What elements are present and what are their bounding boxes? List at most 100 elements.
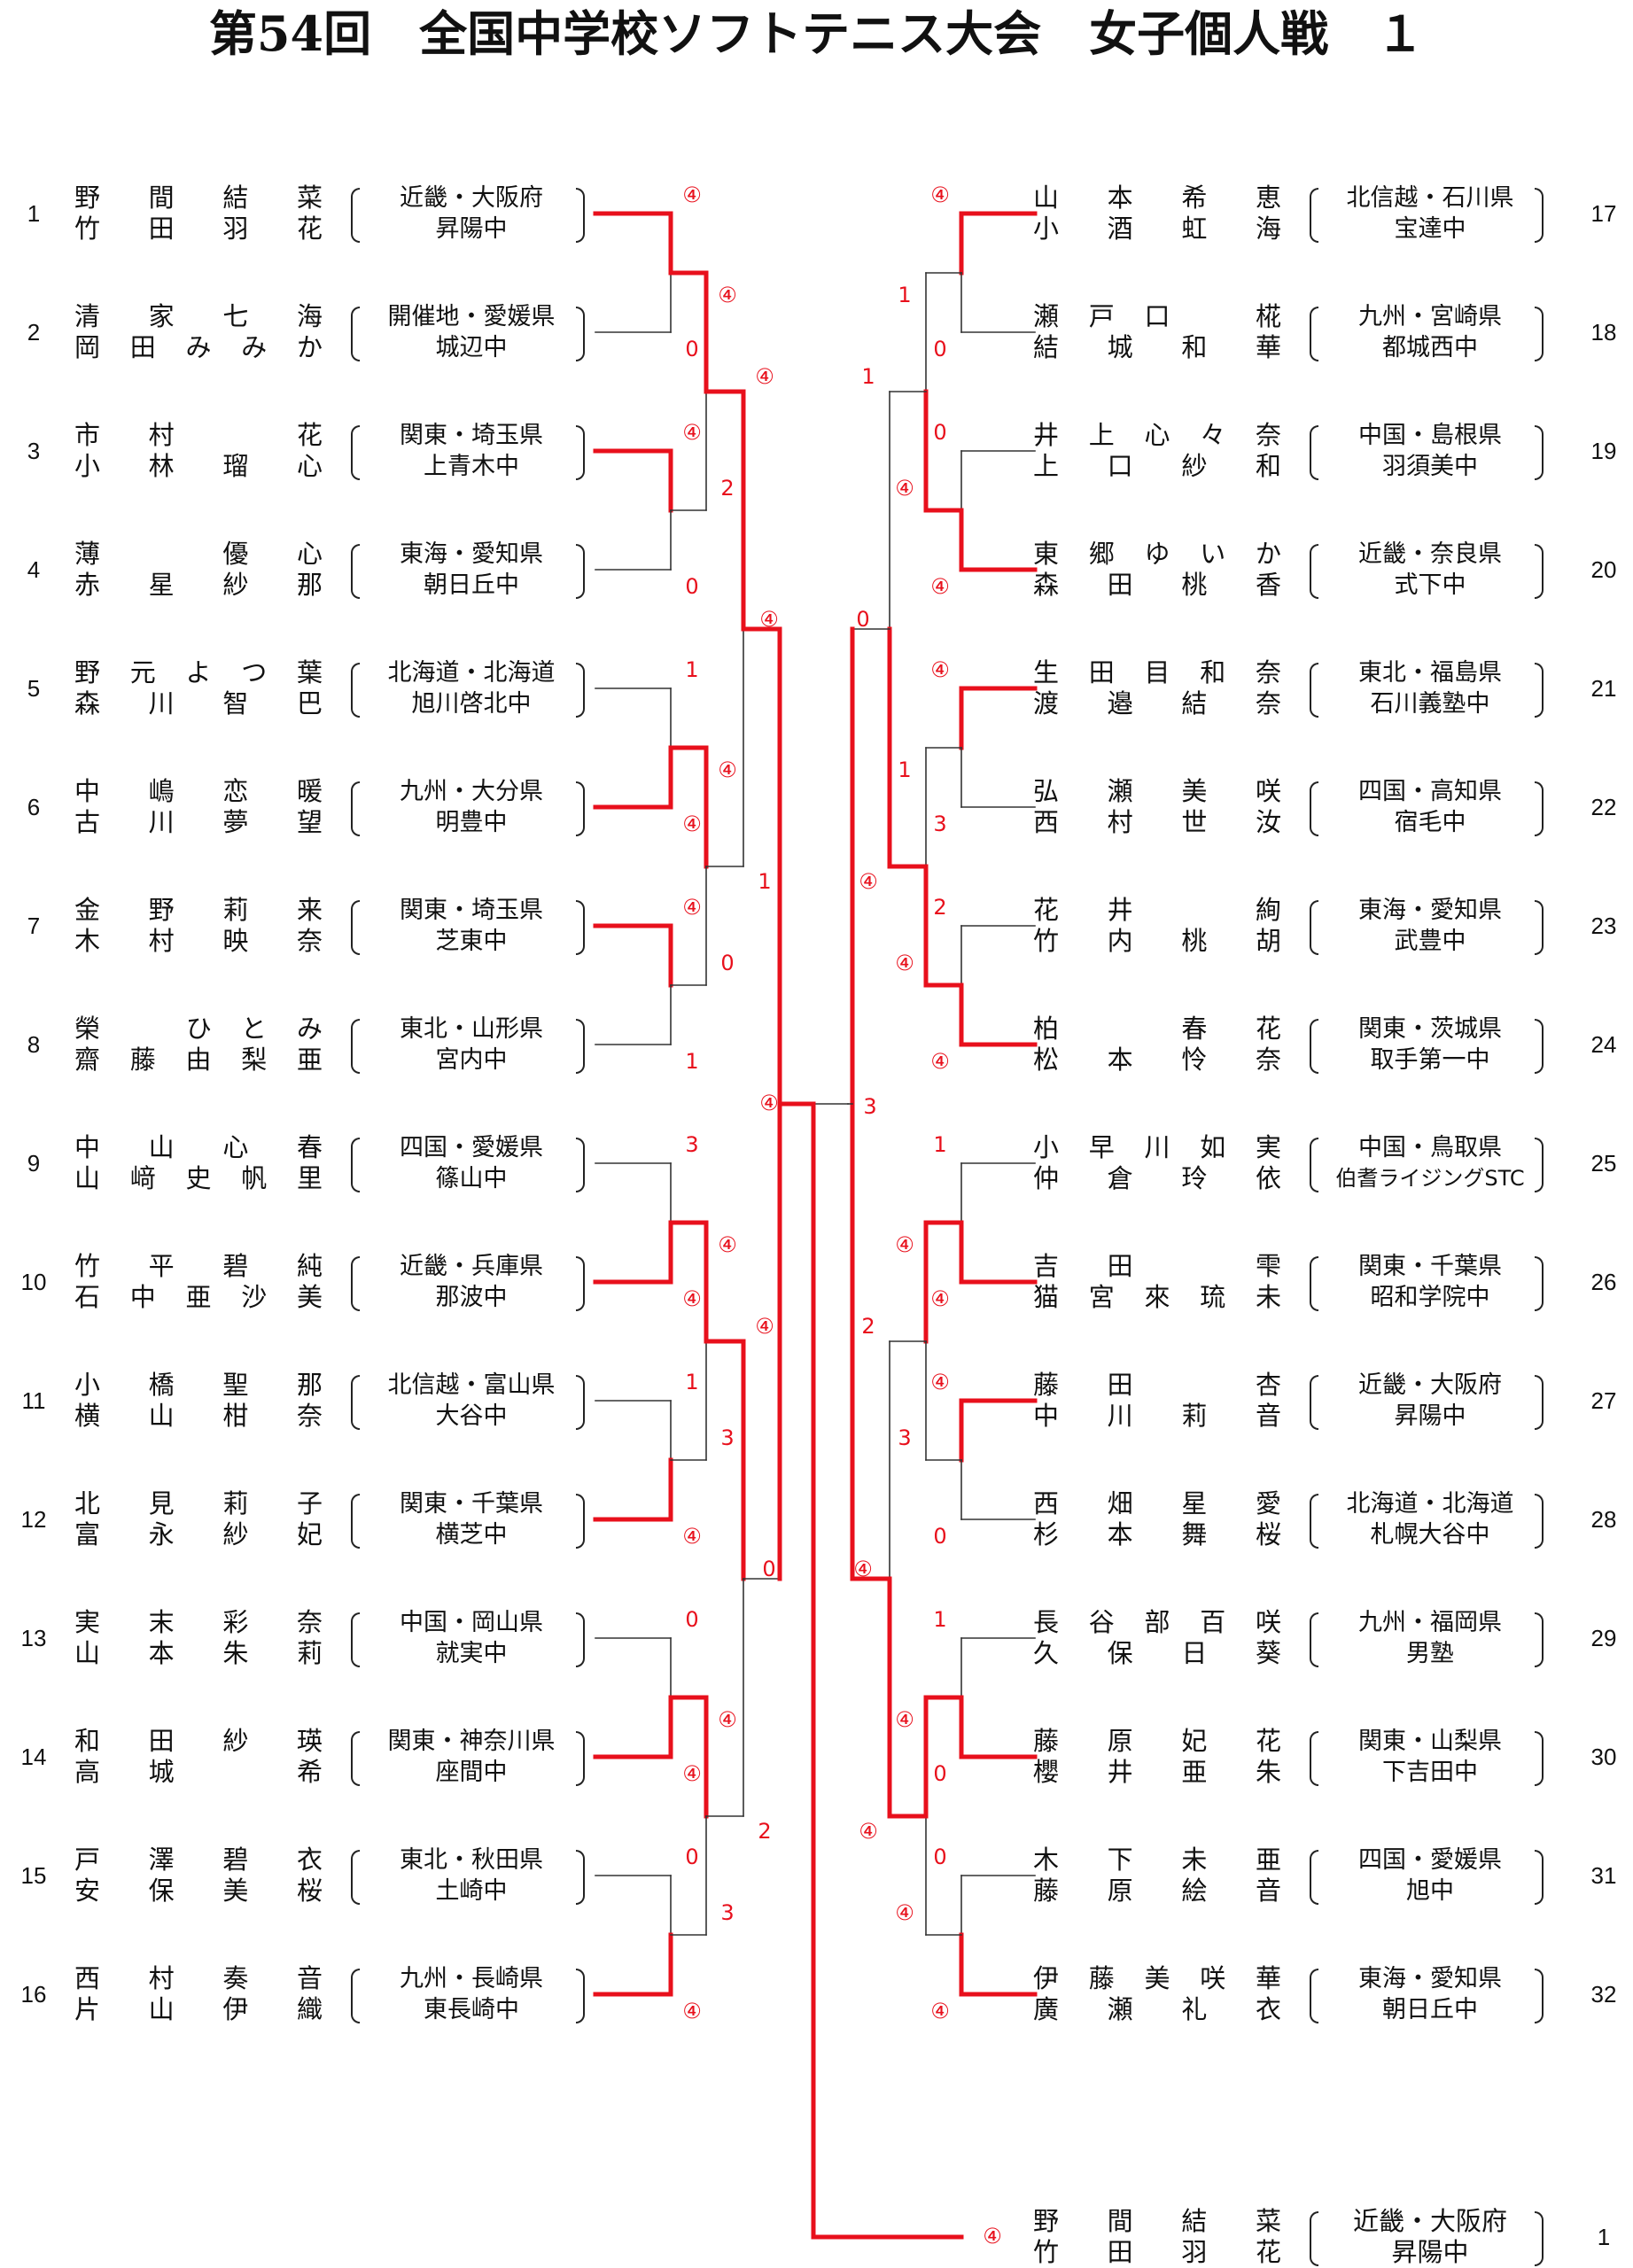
school-label: 式下中	[1394, 571, 1466, 599]
left-bracket-mark	[1310, 1138, 1318, 1192]
affiliation: 関東・埼玉県上青木中	[365, 420, 578, 482]
player-name: 清家七海	[74, 301, 323, 331]
player-name: 岡田みみか	[74, 332, 323, 362]
player-names: 中嶋恋暖古川夢望	[74, 776, 323, 838]
player-names: 柏 春花松本怜奈	[1033, 1014, 1281, 1076]
school-label: 昇陽中	[1391, 2237, 1469, 2267]
seed-number: 2	[27, 319, 41, 346]
player-name: 薄 優心	[74, 539, 323, 569]
left-bracket-mark	[1310, 1731, 1318, 1786]
left-bracket-mark	[351, 900, 360, 955]
affiliation: 四国・愛媛県篠山中	[365, 1132, 578, 1194]
affiliation: 近畿・兵庫県那波中	[365, 1251, 578, 1313]
player-names: 西畑星愛杉本舞桜	[1033, 1488, 1281, 1550]
player-names: 和田紗瑛高城 希	[74, 1726, 323, 1788]
score-label: 0	[685, 337, 698, 361]
seed-number: 5	[27, 675, 41, 702]
school-label: 城辺中	[435, 334, 508, 361]
left-bracket-mark	[351, 188, 360, 243]
player-names: 花井 絢竹内桃胡	[1033, 895, 1281, 957]
school-label: 男塾	[1406, 1640, 1454, 1667]
region-label: 近畿・大阪府	[1352, 2206, 1507, 2236]
affiliation: 東北・福島県石川義塾中	[1324, 657, 1536, 719]
player-names: 野元よつ葉森川智巴	[74, 657, 323, 719]
player-name: 山﨑史帆里	[74, 1163, 323, 1193]
player-name: 金野莉来	[74, 895, 323, 925]
affiliation: 北海道・北海道旭川啓北中	[365, 657, 578, 719]
region-label: 北海道・北海道	[387, 659, 556, 687]
region-label: 四国・高知県	[1358, 778, 1502, 805]
affiliation: 関東・千葉県横芝中	[365, 1488, 578, 1550]
player-name: 伊藤美咲華	[1033, 1963, 1281, 1993]
player-name: 小酒虹海	[1033, 214, 1281, 244]
left-bracket-mark	[1310, 1969, 1318, 2023]
score-label: ④	[682, 420, 702, 445]
left-bracket-mark	[1310, 188, 1318, 243]
affiliation: 九州・長崎県東長崎中	[365, 1963, 578, 2025]
affiliation: 関東・埼玉県芝東中	[365, 895, 578, 957]
seed-number: 16	[20, 1981, 47, 2008]
player-name: 小林瑠心	[74, 451, 323, 481]
score-label: ④	[682, 812, 702, 836]
player-names: 戸澤碧衣安保美桜	[74, 1845, 323, 1907]
player-names: 中山心春山﨑史帆里	[74, 1132, 323, 1194]
score-label: 3	[933, 812, 946, 836]
player-names: 木下未亜藤原絵音	[1033, 1845, 1281, 1907]
player-name: 市村 花	[74, 420, 323, 450]
region-label: 九州・宮崎県	[1358, 303, 1502, 330]
player-name: 森田桃香	[1033, 570, 1281, 600]
region-label: 関東・山梨県	[1358, 1728, 1502, 1755]
player-name: 野元よつ葉	[74, 657, 323, 687]
player-name: 富永紗妃	[74, 1519, 323, 1550]
score-label: ④	[682, 1524, 702, 1549]
affiliation: 九州・福岡県男塾	[1324, 1607, 1536, 1669]
seed-number: 23	[1590, 913, 1617, 939]
player-name: 吉田 雫	[1033, 1251, 1281, 1281]
score-label: 0	[933, 420, 946, 445]
player-name: 中川莉音	[1033, 1401, 1281, 1431]
affiliation: 近畿・奈良県式下中	[1324, 539, 1536, 601]
score-label: ④	[930, 1049, 950, 1074]
score-label: ④	[682, 183, 702, 207]
school-label: 就実中	[435, 1640, 508, 1667]
left-bracket-mark	[1310, 2211, 1318, 2266]
score-label: ④	[930, 1286, 950, 1311]
score-label: ④	[930, 657, 950, 682]
affiliation: 四国・高知県宿毛中	[1324, 776, 1536, 838]
region-label: 近畿・兵庫県	[400, 1253, 543, 1280]
score-label: 3	[720, 1425, 734, 1450]
seed-number: 29	[1590, 1625, 1617, 1651]
affiliation: 関東・茨城県取手第一中	[1324, 1014, 1536, 1076]
score-label: ④	[895, 951, 914, 975]
region-label: 近畿・大阪府	[400, 184, 543, 212]
school-label: 明豊中	[435, 809, 508, 836]
score-label: 2	[861, 1314, 875, 1339]
score-label: 0	[685, 1607, 698, 1632]
region-label: 東北・福島県	[1358, 659, 1502, 687]
region-label: 関東・埼玉県	[400, 422, 543, 449]
seed-number: 1	[1597, 2224, 1611, 2250]
seed-number: 6	[27, 794, 41, 820]
seed-number: 7	[27, 913, 41, 939]
region-label: 近畿・大阪府	[1358, 1371, 1502, 1399]
seed-number: 4	[27, 556, 41, 583]
left-bracket-mark	[351, 781, 360, 836]
score-label: ④	[895, 1707, 914, 1732]
player-name: 櫻井亜朱	[1033, 1757, 1281, 1787]
school-label: 武豊中	[1394, 928, 1466, 955]
score-label: ④	[930, 183, 950, 207]
seed-number: 11	[21, 1387, 46, 1414]
left-bracket-mark	[351, 1731, 360, 1786]
player-names: 藤原妃花櫻井亜朱	[1033, 1726, 1281, 1788]
affiliation: 北信越・石川県宝達中	[1324, 183, 1536, 245]
player-name: 松本怜奈	[1033, 1045, 1281, 1075]
affiliation: 九州・大分県明豊中	[365, 776, 578, 838]
player-name: 中山心春	[74, 1132, 323, 1162]
